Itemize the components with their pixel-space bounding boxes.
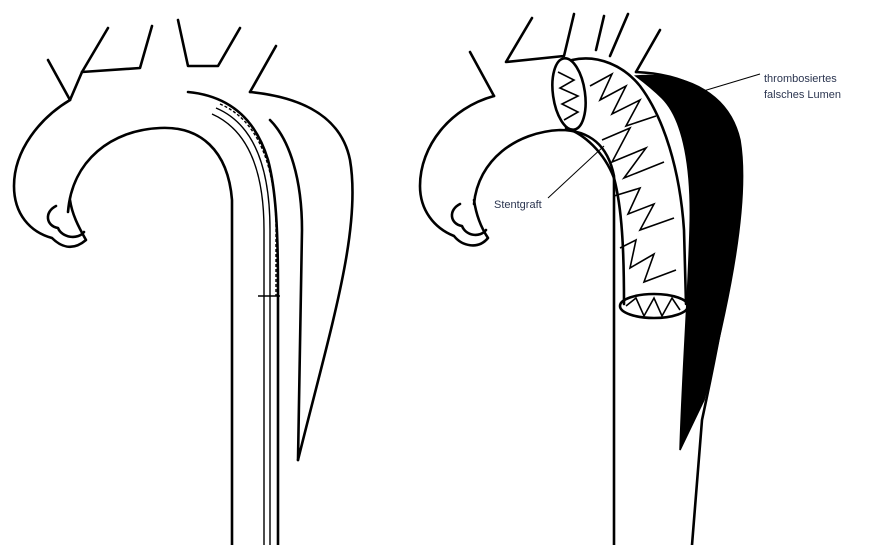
left-branch-2 [178, 20, 240, 66]
false-lumen-label: falsches Lumen [764, 89, 841, 101]
left-inner-arch [68, 128, 232, 545]
right-branch-2 [596, 16, 604, 50]
stentgraft-leader [548, 146, 604, 198]
left-guidewire-sheath [220, 104, 276, 296]
false-lumen-leader [700, 74, 760, 92]
right-root-lobes [452, 204, 486, 235]
left-guidewire [216, 108, 270, 545]
stent-proximal-ring [548, 56, 590, 132]
right-branch-1 [470, 14, 574, 96]
thrombosed-false-lumen [636, 76, 743, 450]
left-branch-3 [250, 46, 276, 92]
stentgraft-label: Stentgraft [494, 199, 542, 211]
left-flap [270, 120, 302, 460]
right-inner-arch [474, 130, 614, 545]
right-aorta: thrombosiertes falsches Lumen Stentgraft [420, 14, 841, 545]
left-root-lobes [48, 206, 84, 237]
left-guidewire [212, 114, 264, 545]
left-branch-1 [48, 26, 152, 100]
right-branch-3 [610, 14, 660, 72]
false-lumen-label: thrombosiertes [764, 73, 837, 85]
left-aorta [14, 20, 353, 545]
left-outer-arch [14, 72, 86, 247]
